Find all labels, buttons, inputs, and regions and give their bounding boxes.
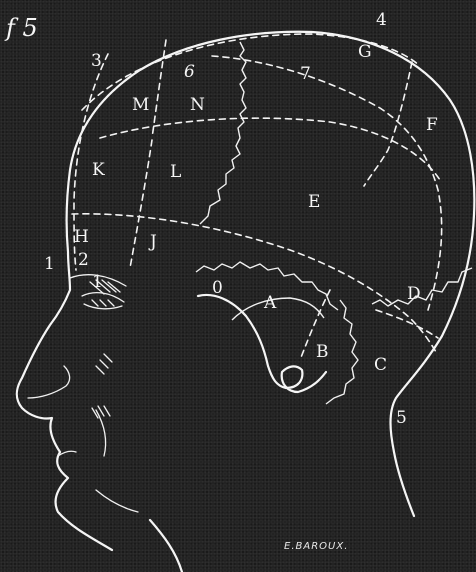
- label-g: G: [358, 44, 372, 61]
- label-3: 3: [91, 53, 102, 70]
- coronal-suture: [200, 42, 246, 224]
- label-m: M: [132, 97, 149, 114]
- head-outline: [17, 32, 475, 550]
- lambdoid-suture: [326, 300, 358, 404]
- mid-band-dashed: [72, 214, 436, 352]
- eye-hatching: [90, 280, 120, 418]
- label-a: A: [264, 295, 276, 312]
- figure-number: f 5: [6, 14, 38, 42]
- lower-eyelid: [84, 304, 122, 309]
- label-7: 7: [300, 66, 311, 83]
- cd-divider-dashed: [376, 310, 438, 338]
- nostril-line: [28, 366, 70, 398]
- label-c: C: [374, 357, 387, 374]
- label-o: 0: [212, 280, 223, 297]
- jl-divider-dashed: [130, 140, 152, 268]
- label-4-top: 4: [376, 12, 387, 29]
- label-h: H: [74, 229, 89, 246]
- label-l: L: [170, 164, 181, 181]
- g-band-dashed: [212, 56, 442, 310]
- label-b: B: [316, 344, 329, 361]
- label-d: D: [407, 286, 421, 303]
- label-e: E: [308, 194, 320, 211]
- label-1-outer: 1: [44, 256, 55, 273]
- label-j: J: [150, 234, 157, 251]
- fg-divider-dashed: [364, 62, 412, 186]
- engraver-signature: E.BAROUX.: [284, 541, 348, 552]
- label-2: 2: [78, 252, 89, 269]
- label-k: K: [92, 162, 105, 179]
- label-n: N: [190, 97, 205, 114]
- chin-line: [96, 490, 138, 512]
- label-f: F: [426, 117, 438, 134]
- mn-divider-dashed: [152, 40, 166, 138]
- neck-line: [150, 520, 182, 572]
- label-5: 5: [396, 410, 407, 427]
- label-6: 6: [184, 64, 195, 81]
- upper-eyelid: [82, 293, 124, 302]
- label-1-inner: 1: [92, 274, 103, 291]
